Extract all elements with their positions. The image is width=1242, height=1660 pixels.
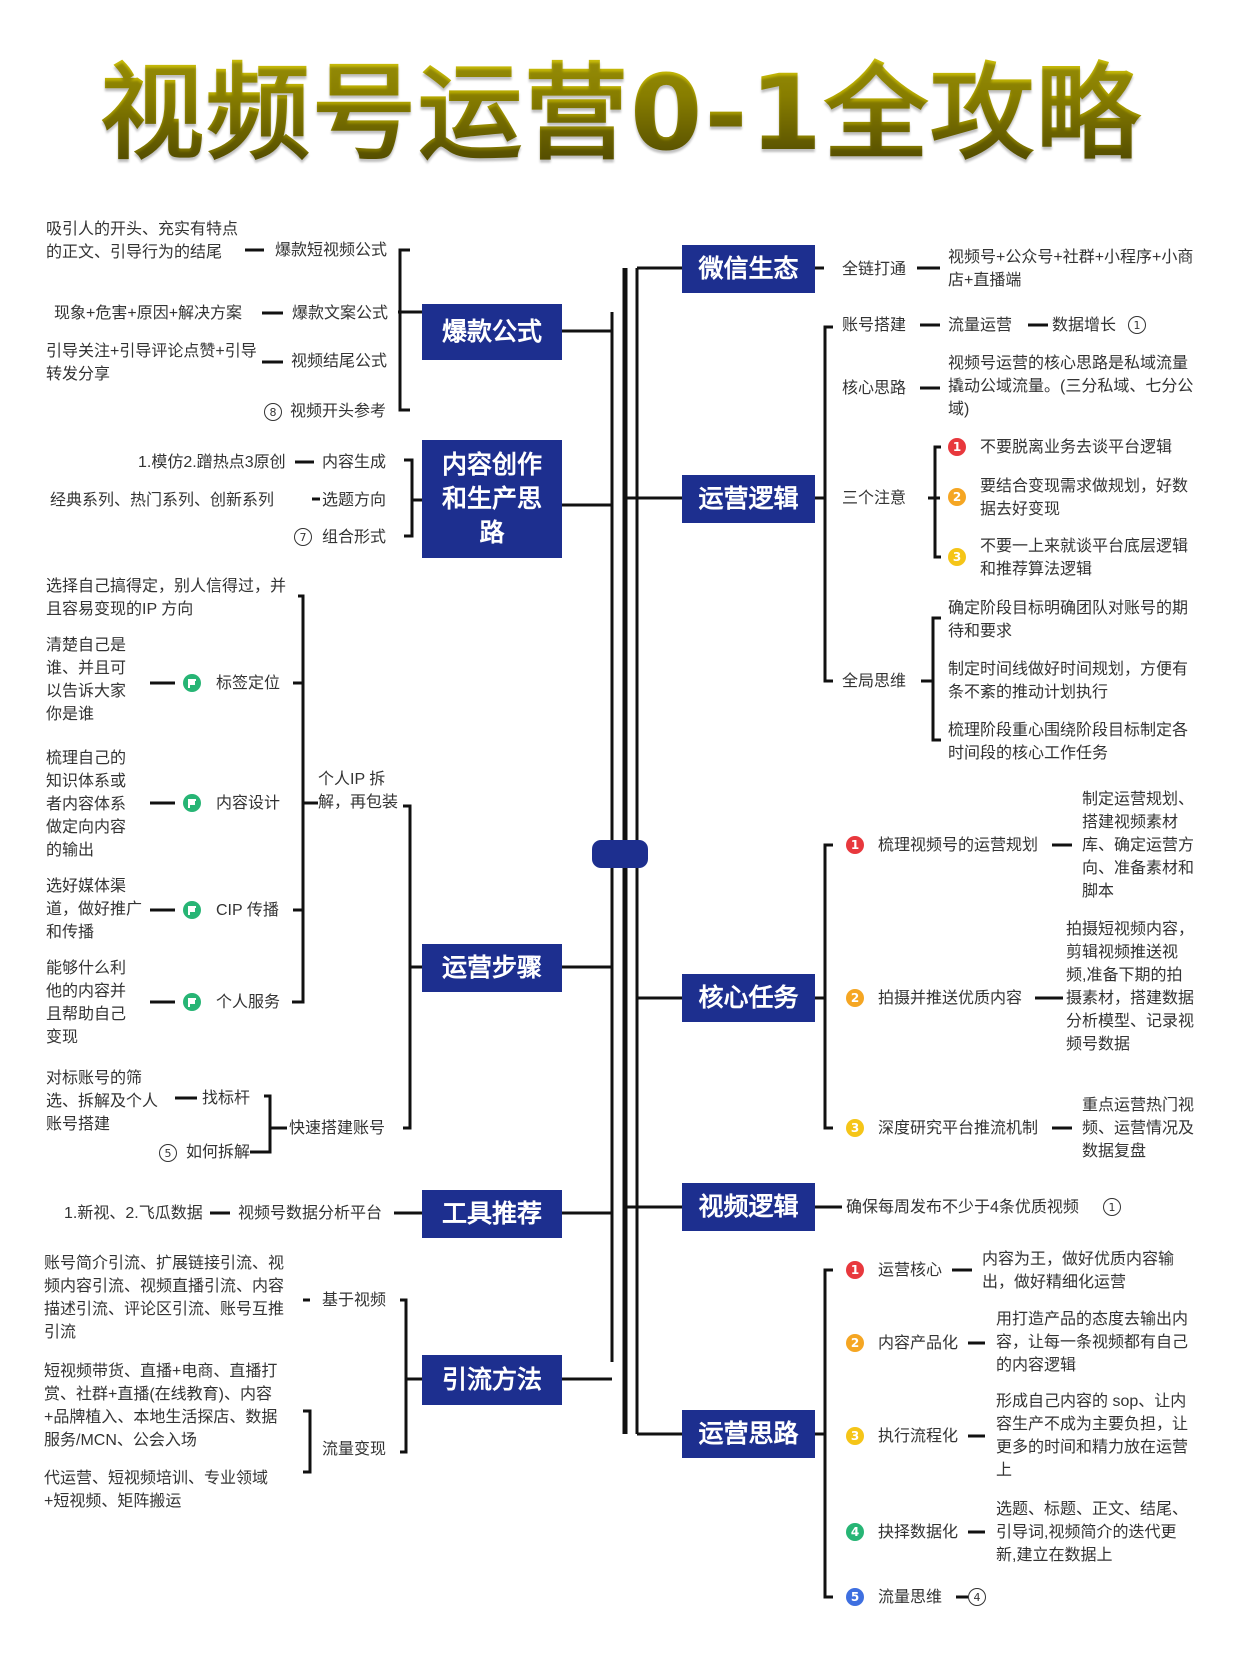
desc-personal-service: 能够什么利他的内容并且帮助自己变现 [46, 960, 127, 1046]
number-2-badge: 2 [948, 488, 966, 506]
number-3-badge: 3 [948, 548, 966, 566]
leaf-shoot-push: 拍摄并推送优质内容 [878, 990, 1023, 1007]
leaf-cip-spread: CIP 传播 [216, 902, 279, 919]
leaf-global-thinking: 全局思维 [842, 673, 907, 690]
leaf-traffic-monetization: 流量变现 [322, 1441, 387, 1458]
leaf-video-based: 基于视频 [322, 1292, 387, 1309]
node-operation-logic[interactable]: 运营逻辑 [682, 475, 815, 523]
global-item-2: 制定时间线做好时间规划，方便有条不紊的推动计划执行 [948, 661, 1189, 701]
desc-content-design: 梳理自己的知识体系或者内容体系做定向内容的输出 [46, 750, 127, 859]
leaf-process-execution: 执行流程化 [878, 1428, 959, 1445]
leaf-three-notes: 三个注意 [842, 490, 907, 507]
leaf-data-growth: 数据增长 [1052, 317, 1117, 334]
global-item-1: 确定阶段目标明确团队对账号的期待和要求 [948, 600, 1189, 640]
desc-process-execution: 形成自己内容的 sop、让内容生产不成为主要负担，让更多的时间和精力放在运营上 [996, 1393, 1189, 1479]
desc-topic-direction: 经典系列、热门系列、创新系列 [50, 492, 275, 509]
desc-plan-operations: 制定运营规划、搭建视频素材库、确定运营方向、准备素材和脚本 [1082, 791, 1195, 900]
desc-cip-spread: 选好媒体渠道，做好推广和传播 [46, 878, 143, 941]
count-badge-icon[interactable]: 7 [294, 528, 312, 546]
node-video-logic[interactable]: 视频逻辑 [682, 1183, 815, 1231]
node-core-tasks[interactable]: 核心任务 [682, 974, 815, 1022]
leaf-hit-video-formula: 爆款短视频公式 [275, 242, 388, 259]
desc-video-based: 账号简介引流、扩展链接引流、视频内容引流、视频直播引流、内容描述引流、评论区引流… [44, 1255, 285, 1341]
leaf-how-to-dissect: 如何拆解 [186, 1144, 251, 1161]
leaf-hit-copy-formula: 爆款文案公式 [292, 305, 389, 322]
node-wechat-ecosystem[interactable]: 微信生态 [682, 245, 815, 293]
flag-icon [183, 794, 201, 812]
number-3-badge: 3 [846, 1427, 864, 1445]
central-hub [592, 840, 648, 868]
leaf-plan-operations: 梳理视频号的运营规划 [878, 837, 1039, 854]
desc-hit-video-formula: 吸引人的开头、充实有特点的正文、引导行为的结尾 [46, 221, 239, 261]
leaf-account-setup: 账号搭建 [842, 317, 907, 334]
leaf-content-generation: 内容生成 [322, 454, 387, 471]
leaf-research-mechanism: 深度研究平台推流机制 [878, 1120, 1039, 1137]
desc-video-ending-formula: 引导关注+引导评论点赞+引导转发分享 [46, 343, 257, 383]
leaf-traffic-ops: 流量运营 [948, 317, 1013, 334]
note-item-2: 要结合变现需求做规划，好数据去好变现 [980, 478, 1189, 518]
note-item-3: 不要一上来就谈平台底层逻辑和推荐算法逻辑 [980, 538, 1189, 578]
count-badge-icon[interactable]: 8 [264, 403, 282, 421]
number-1-badge: 1 [846, 1261, 864, 1279]
desc-ip-direction: 选择自己搞得定，别人信得过，并且容易变现的IP 方向 [46, 578, 287, 618]
leaf-tag-positioning: 标签定位 [216, 675, 281, 692]
global-item-3: 梳理阶段重心围绕阶段目标制定各时间段的核心工作任务 [948, 722, 1189, 762]
leaf-operation-core: 运营核心 [878, 1262, 943, 1279]
node-operation-thinking[interactable]: 运营思路 [682, 1410, 815, 1458]
number-3-badge: 3 [846, 1119, 864, 1137]
count-badge-icon[interactable]: 4 [968, 1588, 986, 1606]
desc-tag-positioning: 清楚自己是谁、并且可以告诉大家你是谁 [46, 637, 127, 723]
desc-shoot-push: 拍摄短视频内容，剪辑视频推送视频,准备下期的拍摄素材，搭建数据分析模型、记录视频… [1066, 921, 1195, 1053]
number-5-badge: 5 [846, 1588, 864, 1606]
leaf-topic-direction: 选题方向 [322, 492, 387, 509]
leaf-personal-ip: 个人IP 拆解，再包装 [318, 771, 399, 811]
desc-content-productization: 用打造产品的态度去输出内容，让每一条视频都有自己的内容逻辑 [996, 1311, 1189, 1374]
desc-operation-core: 内容为王，做好优质内容输出，做好精细化运营 [982, 1251, 1175, 1291]
desc-hit-copy-formula: 现象+危害+原因+解决方案 [54, 305, 243, 322]
desc-monetization-1: 短视频带货、直播+电商、直播打赏、社群+直播(在线教育)、内容+品牌植入、本地生… [44, 1363, 278, 1449]
node-content-creation[interactable]: 内容创作和生产思路 [422, 440, 562, 558]
count-badge-icon[interactable]: 1 [1128, 316, 1146, 334]
leaf-find-benchmark: 找标杆 [202, 1090, 251, 1107]
leaf-analysis-platform: 视频号数据分析平台 [238, 1205, 383, 1222]
desc-full-link: 视频号+公众号+社群+小程序+小商店+直播端 [948, 249, 1194, 289]
node-tool-recommend[interactable]: 工具推荐 [422, 1190, 562, 1238]
leaf-video-ending-formula: 视频结尾公式 [291, 353, 388, 370]
leaf-combination-form: 组合形式 [322, 529, 387, 546]
leaf-core-idea: 核心思路 [842, 380, 907, 397]
desc-monetization-2: 代运营、短视频培训、专业领域+短视频、矩阵搬运 [44, 1470, 269, 1510]
desc-core-idea: 视频号运营的核心思路是私域流量撬动公域流量。(三分私域、七分公域) [948, 355, 1194, 418]
flag-icon [183, 901, 201, 919]
leaf-data-decision: 抉择数据化 [878, 1524, 959, 1541]
note-item-1: 不要脱离业务去谈平台逻辑 [980, 439, 1173, 456]
page-title: 视频号运营0-1全攻略 [0, 28, 1242, 179]
number-4-badge: 4 [846, 1523, 864, 1541]
desc-analysis-platform: 1.新视、2.飞瓜数据 [64, 1205, 203, 1222]
leaf-content-design: 内容设计 [216, 795, 281, 812]
desc-find-benchmark: 对标账号的筛选、拆解及个人账号搭建 [46, 1070, 159, 1133]
leaf-quick-build-account: 快速搭建账号 [289, 1120, 386, 1137]
leaf-weekly-publish: 确保每周发布不少于4条优质视频 [846, 1199, 1079, 1216]
desc-content-generation: 1.模仿2.蹭热点3原创 [138, 454, 286, 471]
desc-research-mechanism: 重点运营热门视频、运营情况及数据复盘 [1082, 1097, 1195, 1160]
flag-icon [183, 993, 201, 1011]
node-operation-steps[interactable]: 运营步骤 [422, 944, 562, 992]
node-baokuan-formula[interactable]: 爆款公式 [422, 304, 562, 360]
desc-data-decision: 选题、标题、正文、结尾、引导词,视频简介的迭代更新,建立在数据上 [996, 1501, 1189, 1564]
number-2-badge: 2 [846, 1334, 864, 1352]
leaf-full-link: 全链打通 [842, 261, 907, 278]
leaf-traffic-thinking: 流量思维 [878, 1589, 943, 1606]
flag-icon [183, 674, 201, 692]
count-badge-icon[interactable]: 1 [1103, 1198, 1121, 1216]
number-2-badge: 2 [846, 989, 864, 1007]
leaf-personal-service: 个人服务 [216, 994, 281, 1011]
node-traffic-method[interactable]: 引流方法 [422, 1355, 562, 1405]
count-badge-icon[interactable]: 5 [159, 1144, 177, 1162]
number-1-badge: 1 [948, 438, 966, 456]
leaf-content-productization: 内容产品化 [878, 1335, 959, 1352]
number-1-badge: 1 [846, 836, 864, 854]
leaf-video-opening-ref: 视频开头参考 [290, 403, 387, 420]
